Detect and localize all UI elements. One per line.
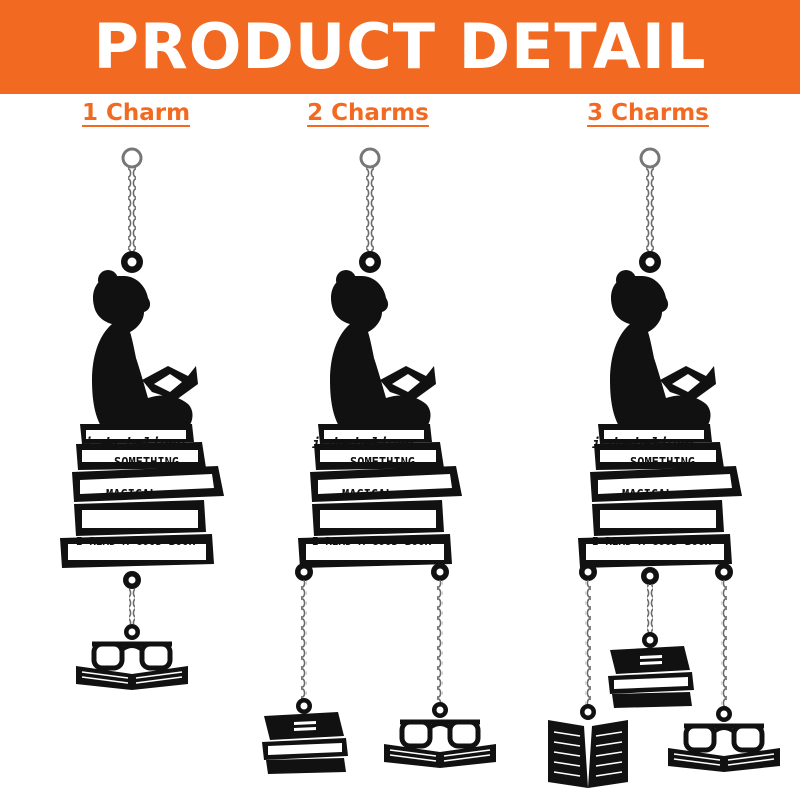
title-banner: PRODUCT DETAIL	[0, 0, 800, 94]
book-text-line4: I READ A GOOD BOOK	[312, 535, 432, 548]
book-text-line1: i do believe	[84, 436, 185, 452]
book-stack-icon	[262, 698, 348, 774]
book-texts-1: i do believe SOMETHING MAGICAL I READ A …	[76, 436, 196, 548]
charm-set-2	[295, 147, 464, 704]
book-stack-icon	[608, 632, 694, 708]
label-1-charm: 1 Charm	[81, 100, 191, 126]
book-texts-2: i do believe SOMETHING MAGICAL I READ A …	[312, 436, 432, 548]
book-text-line2: SOMETHING	[630, 455, 695, 469]
glasses-book-icon	[668, 706, 780, 772]
book-text-line3: MAGICAL	[342, 487, 393, 501]
reader-charm	[58, 147, 226, 570]
book-text-line4: I READ A GOOD BOOK	[76, 535, 196, 548]
book-text-line3: MAGICAL	[622, 487, 673, 501]
book-text-line3: MAGICAL	[106, 487, 157, 501]
book-text-line1: i do believe	[592, 436, 693, 452]
glasses-book-icon	[384, 702, 496, 768]
charm-set-1	[58, 147, 226, 624]
book-text-line1: i do believe	[312, 436, 413, 452]
book-text-line2: SOMETHING	[350, 455, 415, 469]
reader-charm	[576, 147, 744, 570]
reader-charm	[296, 147, 464, 570]
open-book-icon	[547, 703, 629, 789]
label-2-charms: 2 Charms	[307, 100, 429, 126]
book-text-line2: SOMETHING	[114, 455, 179, 469]
glasses-book-icon	[76, 624, 188, 690]
label-3-charms: 3 Charms	[587, 100, 709, 126]
banner-title: PRODUCT DETAIL	[93, 10, 707, 83]
book-texts-3: i do believe SOMETHING MAGICAL I READ A …	[592, 436, 712, 548]
charm-set-3	[576, 147, 744, 714]
book-text-line4: I READ A GOOD BOOK	[592, 535, 712, 548]
